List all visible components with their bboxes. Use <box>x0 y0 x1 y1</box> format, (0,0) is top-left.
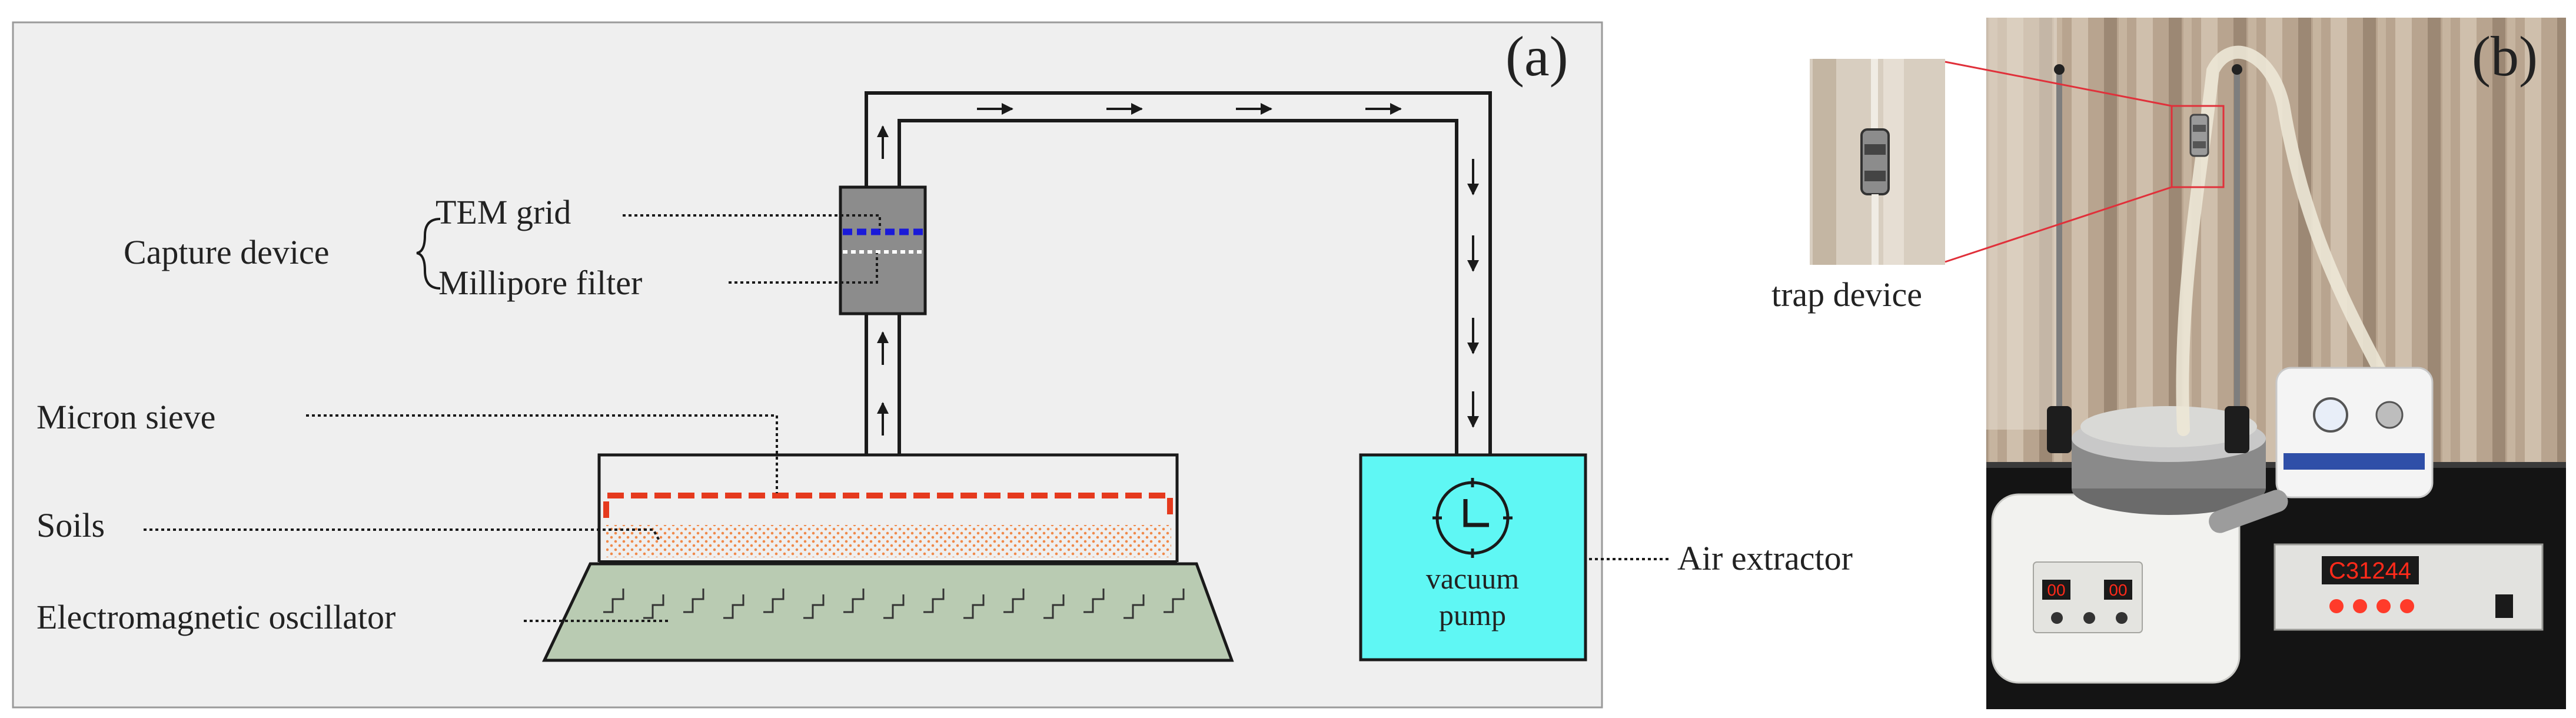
pump-accent <box>2284 453 2425 470</box>
clamp-rod-right <box>2234 68 2240 450</box>
vibration-mark <box>723 594 744 619</box>
vibration-mark <box>843 589 865 613</box>
soil-layer <box>606 525 1171 557</box>
controller-display <box>2322 556 2419 584</box>
oscillator-body <box>542 562 1234 662</box>
label-millipore-filter: Millipore filter <box>438 264 642 302</box>
clamp-knob-left <box>2047 406 2072 453</box>
sieve-leader <box>306 414 778 493</box>
label-capture-device: Capture device <box>124 233 329 271</box>
panel-a-label: (a) <box>1505 25 1568 88</box>
panel-b-photo: 00 00 <box>1771 18 2566 709</box>
capture-device <box>839 185 927 315</box>
label-tem-grid: TEM grid <box>436 193 571 231</box>
vibration-mark <box>683 589 704 613</box>
vibration-mark <box>763 589 785 613</box>
controller-button <box>2329 599 2344 613</box>
controller-button <box>2353 599 2367 613</box>
vibration-mark <box>923 589 945 613</box>
air-pipe <box>865 91 1492 455</box>
suction-tube <box>2176 45 2408 436</box>
clamp-rods <box>2047 64 2249 453</box>
vibration-mark <box>963 594 985 619</box>
controller-button <box>2400 599 2414 613</box>
pump-housing <box>2275 367 2434 498</box>
vibration-mark <box>1043 594 1065 619</box>
controller-display-value: C31244 <box>2329 558 2411 584</box>
vibration-mark <box>883 594 905 619</box>
controller-box: C31244 <box>2209 490 2544 631</box>
sieve-shaker: 00 00 <box>1991 406 2266 684</box>
controller-button <box>2376 599 2391 613</box>
inset-trap-body <box>1860 128 1890 195</box>
gauge-icon <box>1432 478 1513 558</box>
rod-cap-right <box>2232 64 2242 75</box>
millipore-leader <box>729 253 878 284</box>
pump-knob <box>2375 401 2404 429</box>
shaker-knob <box>2083 612 2095 624</box>
electromagnetic-oscillator <box>542 562 1234 662</box>
shaker-knob <box>2116 612 2128 624</box>
vibration-mark <box>1083 589 1105 613</box>
vacuum-pump-photo <box>2275 367 2434 498</box>
display-right-value: 00 <box>2109 581 2127 599</box>
panel-a: (a) <box>12 21 1853 709</box>
vibration-mark <box>803 594 825 619</box>
clamp-knob-right <box>2225 406 2249 453</box>
tem-grid-leader <box>623 214 881 230</box>
sieve-chamber <box>597 453 1179 564</box>
shaker-knob <box>2051 612 2063 624</box>
vibration-mark <box>1124 594 1145 619</box>
controller-switch <box>2495 594 2513 618</box>
panel-b-label: (b) <box>2472 25 2538 88</box>
flow-arrows <box>877 103 1479 436</box>
trap-device-inset <box>1810 59 1945 265</box>
display-left <box>2042 580 2070 600</box>
capture-device-brace <box>416 218 441 290</box>
pump-gauge <box>2313 397 2348 433</box>
probe-handle <box>2209 490 2288 533</box>
callout-box <box>2171 105 2225 188</box>
trap-device-photo <box>2189 114 2209 157</box>
vibration-mark <box>603 589 624 613</box>
window-light <box>1986 18 2057 430</box>
label-oscillator: Electromagnetic oscillator <box>36 598 395 636</box>
vacuum-pump: vacuum pump <box>1359 453 1587 662</box>
callout-lines <box>1945 61 2225 263</box>
display-right <box>2104 580 2132 600</box>
label-air-extractor: Air extractor <box>1677 539 1853 577</box>
vibration-mark <box>1164 589 1185 613</box>
label-micron-sieve: Micron sieve <box>36 398 215 436</box>
vibration-mark <box>1003 589 1025 613</box>
vibration-mark <box>643 594 664 619</box>
display-left-value: 00 <box>2047 581 2065 599</box>
leader-lines <box>144 214 1669 622</box>
label-soils: Soils <box>36 506 105 544</box>
rod-cap-left <box>2054 64 2065 75</box>
vibration-marks <box>603 589 1185 619</box>
clamp-rod-left <box>2056 68 2062 450</box>
sieve-lid <box>2080 406 2257 447</box>
pump-label-line2: pump <box>1439 599 1506 631</box>
label-trap-device: trap device <box>1771 275 1922 314</box>
pump-label-line1: vacuum <box>1426 562 1519 595</box>
micron-sieve <box>603 493 1173 518</box>
